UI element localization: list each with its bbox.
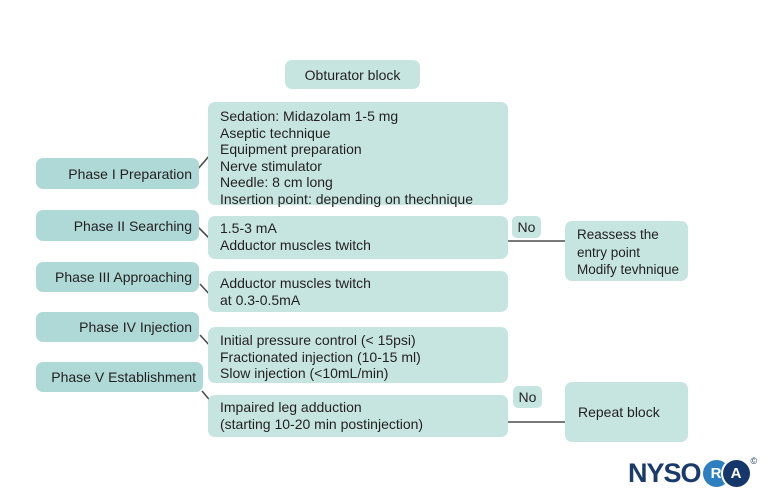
no-label: No xyxy=(517,219,536,235)
detail-line: Insertion point: depending on thechnique xyxy=(220,190,473,207)
detail-line: Adductor muscles twitch xyxy=(220,275,371,291)
phase-3-label: Phase III Approaching xyxy=(55,269,192,285)
detail-line: Sedation: Midazolam 1-5 mg xyxy=(220,108,399,124)
phase-5-label: Phase V Establishment xyxy=(51,369,196,385)
detail-box-phase-1: Sedation: Midazolam 1-5 mg Aseptic techn… xyxy=(208,102,508,207)
detail-line: at 0.3-0.5mA xyxy=(220,292,301,308)
detail-box-phase-4: Initial pressure control (< 15psi) Fract… xyxy=(208,327,508,383)
diagram-title: Obturator block xyxy=(304,66,401,83)
phase-2-label: Phase II Searching xyxy=(73,217,192,234)
phase-box-4: Phase IV Injection xyxy=(36,312,199,342)
phase-box-3: Phase III Approaching xyxy=(36,262,199,292)
detail-line: Slow injection (<10mL/min) xyxy=(220,365,389,381)
detail-line: (starting 10-20 min postinjection) xyxy=(220,416,424,432)
detail-box-phase-2: 1.5-3 mA Adductor muscles twitch xyxy=(208,216,508,259)
detail-line: Fractionated injection (10-15 ml) xyxy=(220,348,421,365)
nysora-logo-text: NYSO xyxy=(628,457,702,488)
detail-line: Nerve stimulator xyxy=(220,157,322,174)
phase-box-1: Phase I Preparation xyxy=(36,158,199,189)
detail-box-phase-5: Impaired leg adduction (starting 10-20 m… xyxy=(208,395,508,437)
detail-box-phase-3: Adductor muscles twitch at 0.3-0.5mA xyxy=(208,271,508,312)
action-line: Repeat block xyxy=(578,404,660,420)
detail-line: Aseptic technique xyxy=(220,124,331,141)
action-line: Modify tevhnique xyxy=(577,262,680,277)
nysora-a-circle-icon: A xyxy=(722,459,750,487)
detail-line: Initial pressure control (< 15psi) xyxy=(220,332,416,348)
action-line: Reassess the xyxy=(577,227,659,242)
detail-line: Needle: 8 cm long xyxy=(220,174,333,190)
title-box: Obturator block xyxy=(285,60,420,89)
phase-box-5: Phase V Establishment xyxy=(36,362,203,392)
no-chip-1: No xyxy=(512,216,541,238)
repeat-block-box: Repeat block xyxy=(565,382,688,442)
action-line: entry point xyxy=(577,244,641,260)
detail-line: Impaired leg adduction xyxy=(220,399,362,415)
phase-1-label: Phase I Preparation xyxy=(68,165,192,182)
detail-line: Equipment preparation xyxy=(220,141,362,157)
detail-line: Adductor muscles twitch xyxy=(220,237,371,253)
copyright-symbol: © xyxy=(750,456,758,466)
no-chip-2: No xyxy=(513,386,542,408)
no-label: No xyxy=(518,389,537,405)
phase-4-label: Phase IV Injection xyxy=(79,319,192,335)
phase-box-2: Phase II Searching xyxy=(36,210,199,241)
nysora-logo: NYSO R A © xyxy=(628,456,757,490)
reassess-box: Reassess the entry point Modify tevhniqu… xyxy=(565,221,688,281)
detail-line: 1.5-3 mA xyxy=(220,220,277,236)
